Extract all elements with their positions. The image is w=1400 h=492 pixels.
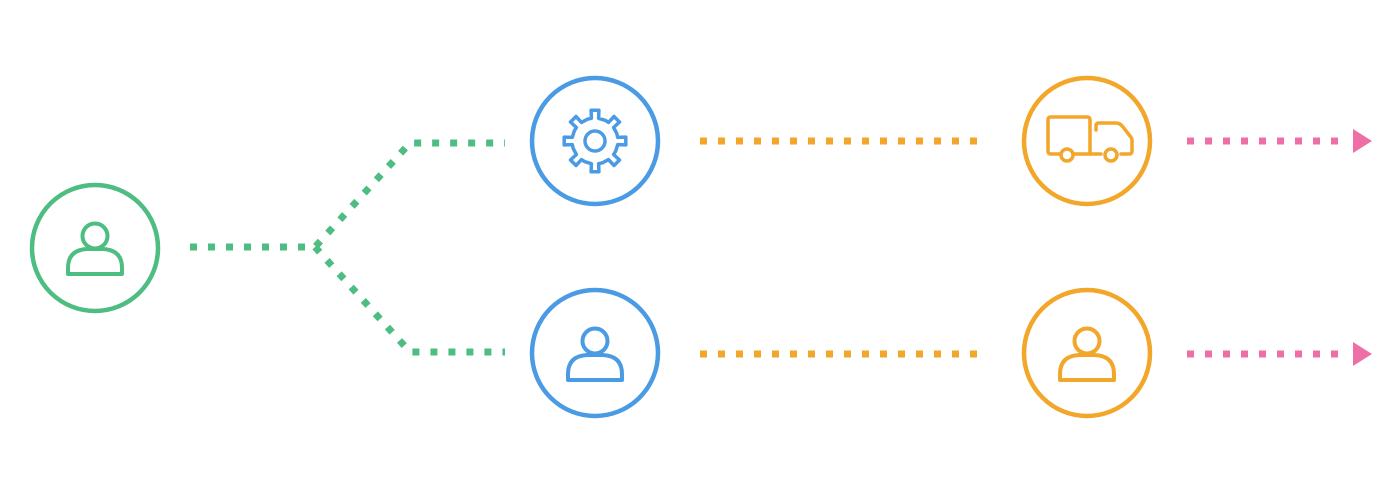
node-intermediate-user bbox=[529, 287, 661, 419]
node-process bbox=[529, 75, 661, 207]
connector-source-to-intermediate-user bbox=[312, 244, 505, 356]
user-icon bbox=[566, 326, 624, 382]
truck-icon bbox=[1046, 115, 1134, 163]
arrowhead-shipping bbox=[1353, 129, 1372, 153]
user-icon bbox=[1058, 326, 1116, 382]
connector-source-to-process bbox=[190, 139, 505, 251]
node-shipping bbox=[1021, 75, 1153, 207]
node-source-user bbox=[29, 182, 161, 314]
arrowhead-end-user bbox=[1353, 342, 1372, 366]
node-ring bbox=[529, 75, 661, 207]
node-end-user bbox=[1021, 287, 1153, 419]
connections bbox=[190, 137, 1345, 358]
gear-icon bbox=[562, 108, 628, 174]
user-icon bbox=[66, 221, 124, 276]
node-ring bbox=[1021, 75, 1153, 207]
